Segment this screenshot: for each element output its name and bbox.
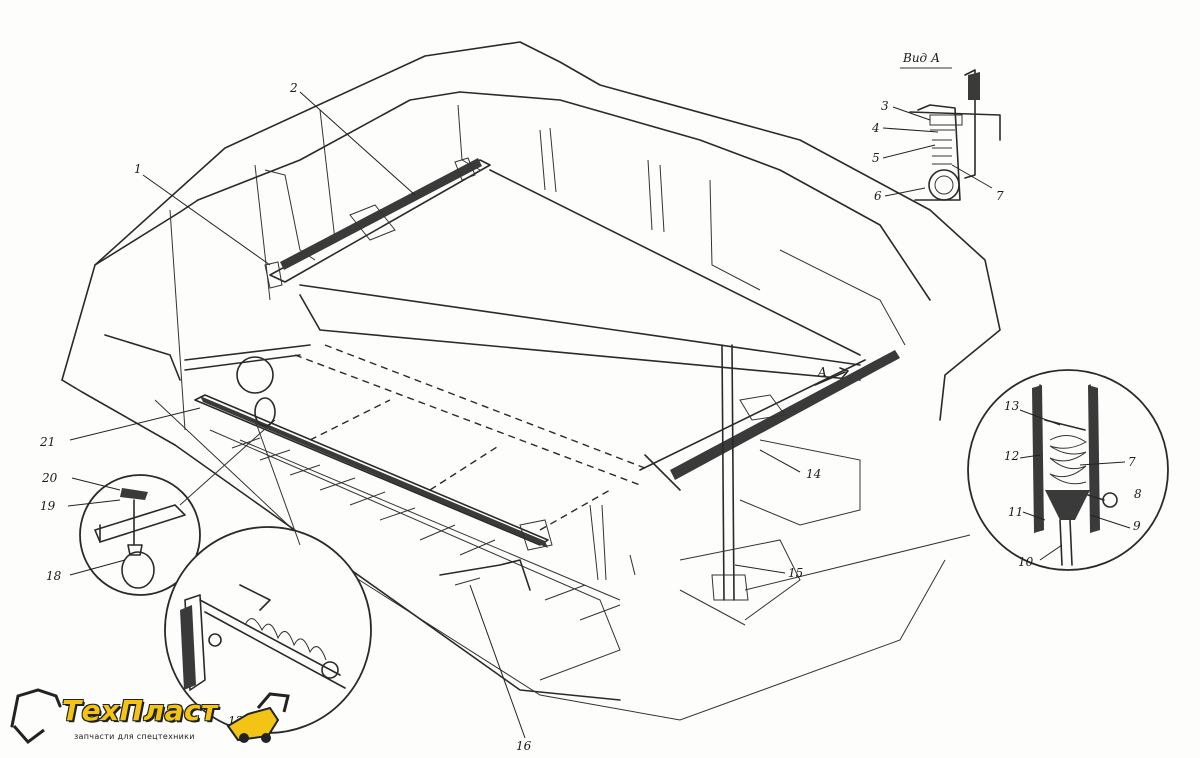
logo-tagline: запчасти для спецтехники: [74, 732, 195, 741]
view-arrow-a: A: [814, 365, 849, 386]
callout-18: 18: [46, 569, 62, 583]
callout-8: 8: [1134, 487, 1142, 501]
callout-6: 6: [874, 189, 882, 203]
detail-view-a: Вид А: [900, 51, 1001, 201]
callout-9: 9: [1133, 519, 1141, 533]
arrow-a-label: A: [817, 365, 827, 379]
brand-logo: ТехПласт запчасти для спецтехники: [8, 686, 308, 752]
callout-19: 19: [40, 499, 56, 513]
callout-1: 1: [134, 162, 142, 176]
callouts: 1 2 3 4 5 6 7 13 12 7 8 9 11 10 14 15 16…: [39, 81, 1142, 753]
logo-name: ТехПласт: [62, 694, 218, 727]
body-shell: [61, 41, 1001, 721]
view-a-title: Вид А: [902, 51, 940, 65]
rod-location-marker: [254, 397, 276, 427]
front-bunk: [184, 344, 900, 551]
upper-bunk: [264, 157, 861, 381]
callout-12a: 12: [1004, 449, 1019, 463]
callout-13: 13: [1004, 399, 1020, 413]
callout-7b: 7: [1128, 455, 1136, 469]
callout-2: 2: [289, 81, 298, 95]
floor-structure: [209, 429, 861, 681]
callout-7a: 7: [996, 189, 1004, 203]
callout-3: 3: [881, 99, 889, 113]
callout-16: 16: [516, 739, 532, 753]
detail-circle-clamp: [79, 419, 276, 596]
callout-21: 21: [39, 435, 55, 449]
detail-circle-spring: [967, 369, 1169, 571]
callout-15: 15: [788, 566, 803, 580]
cabin-walls: [254, 104, 906, 346]
callout-5: 5: [872, 151, 880, 165]
callout-10: 10: [1018, 555, 1034, 569]
callout-11: 11: [1008, 505, 1023, 519]
support-post: [711, 344, 749, 601]
callout-4: 4: [871, 121, 880, 135]
callout-14: 14: [806, 467, 821, 481]
detail-circle-rod: [164, 419, 372, 734]
clamp-location-marker: [236, 356, 274, 394]
callout-20: 20: [41, 471, 58, 485]
excavator-icon: [10, 688, 290, 745]
detail-leader-right: [744, 534, 971, 591]
